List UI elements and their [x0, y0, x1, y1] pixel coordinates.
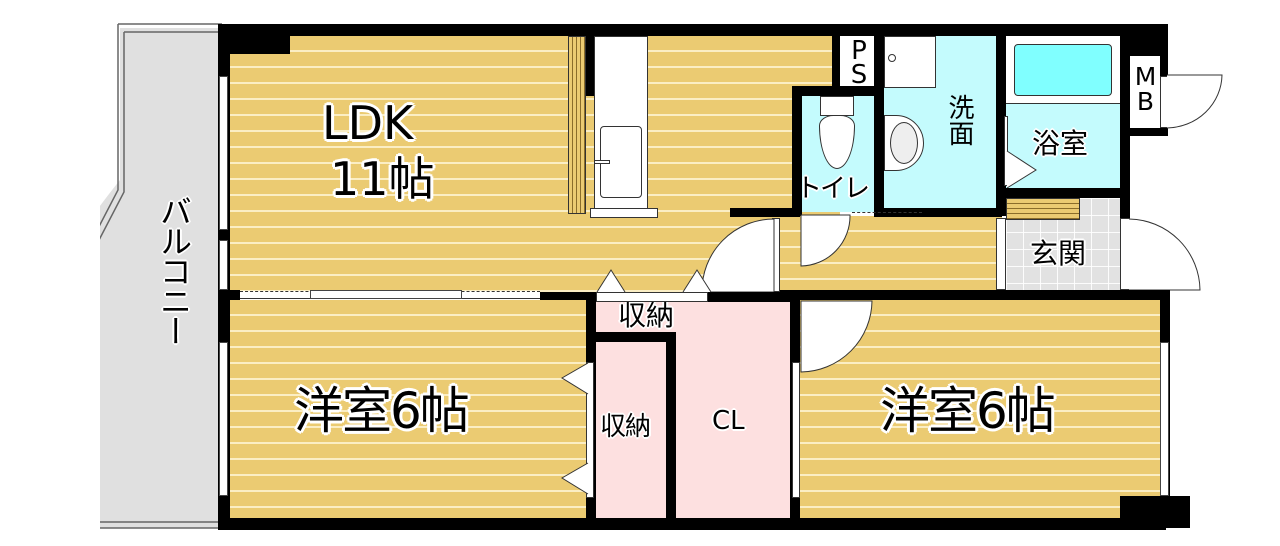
meter-box-label: MB	[1131, 62, 1160, 112]
toilet-wall-top	[792, 86, 884, 96]
washroom-label: 洗面	[944, 94, 974, 146]
storage-door-arrow-icon	[561, 462, 589, 495]
pipe-space	[840, 36, 874, 88]
toilet-tank	[820, 96, 854, 116]
storage-door-frame[interactable]	[586, 362, 594, 498]
washroom-wall-bottom-right	[874, 208, 1002, 217]
bathtub	[1014, 44, 1112, 96]
bath-wall-left	[996, 36, 1006, 216]
washing-machine-pan	[884, 36, 936, 88]
ldk-window[interactable]	[219, 76, 228, 230]
bedroom1-sliding-panel[interactable]	[310, 290, 462, 299]
mb-door-swing[interactable]	[1166, 74, 1230, 134]
washroom-sliding-door[interactable]	[852, 212, 922, 214]
bedroom2	[800, 300, 1160, 518]
bedroom1-label: 洋室6帖	[294, 382, 470, 440]
storage-door-arrow-icon	[561, 362, 589, 395]
bottom-wall	[218, 518, 1166, 530]
middle-wall-left	[230, 290, 240, 300]
ldk-window-lower[interactable]	[219, 240, 228, 290]
storage-divider	[666, 342, 676, 528]
entrance-frame-left	[996, 218, 1006, 290]
ldk-size: 11帖	[330, 152, 435, 206]
pipe-space-label: PS	[844, 36, 874, 84]
bedroom2-label: 洋室6帖	[880, 382, 1056, 440]
bedroom2-corner-column	[1120, 496, 1190, 528]
bath-wall-right	[1120, 24, 1130, 294]
bedroom2-door-swing[interactable]	[800, 300, 876, 376]
balcony-outline	[100, 23, 222, 529]
kitchen-counter-rail	[568, 36, 586, 214]
bath-door-arrow-icon	[1006, 150, 1037, 189]
middle-wall	[540, 292, 600, 302]
entrance-label: 玄関	[1030, 237, 1087, 270]
washing-machine-drain-icon	[888, 54, 896, 62]
bathroom-label: 浴室	[1032, 127, 1089, 160]
wash-basin-bowl	[890, 122, 918, 164]
bath-wall-bottom	[996, 188, 1130, 198]
ps-wall-left	[832, 36, 840, 92]
kitchen-faucet	[594, 160, 610, 164]
storage-side	[596, 342, 666, 518]
toilet-label: トイレ	[796, 174, 870, 204]
closet-label: CL	[712, 406, 745, 436]
storage-top-arrow-icon	[682, 269, 712, 293]
storage-top-door[interactable]	[596, 292, 708, 302]
ps-wall-right	[874, 36, 884, 216]
toilet-door-swing[interactable]	[800, 214, 852, 270]
meter-box	[1130, 56, 1160, 128]
bedroom1-window[interactable]	[219, 342, 228, 496]
ldk-corner-column	[230, 36, 290, 54]
kitchen-wall-stub	[586, 36, 594, 96]
top-wall	[218, 24, 1168, 36]
middle-wall-far-right	[780, 290, 1170, 300]
entrance-door-swing[interactable]	[1128, 218, 1208, 294]
storage-top-wall-bottom	[596, 332, 718, 342]
closet-door-frame[interactable]	[792, 362, 800, 498]
closet-top	[718, 302, 790, 342]
toilet-wall-left	[792, 86, 802, 216]
washroom-wall-bottom	[730, 208, 800, 217]
kitchen-counter-base	[590, 208, 658, 218]
storage-top-arrow-icon	[596, 269, 626, 293]
storage-top-label: 収納	[618, 299, 675, 332]
balcony-label: バルコニー	[155, 195, 193, 345]
storage-side-label: 収納	[600, 412, 651, 442]
shoe-step	[1006, 198, 1080, 220]
bedroom2-window[interactable]	[1160, 342, 1169, 496]
ldk-name: LDK	[322, 96, 414, 150]
bedroom1	[230, 300, 586, 518]
